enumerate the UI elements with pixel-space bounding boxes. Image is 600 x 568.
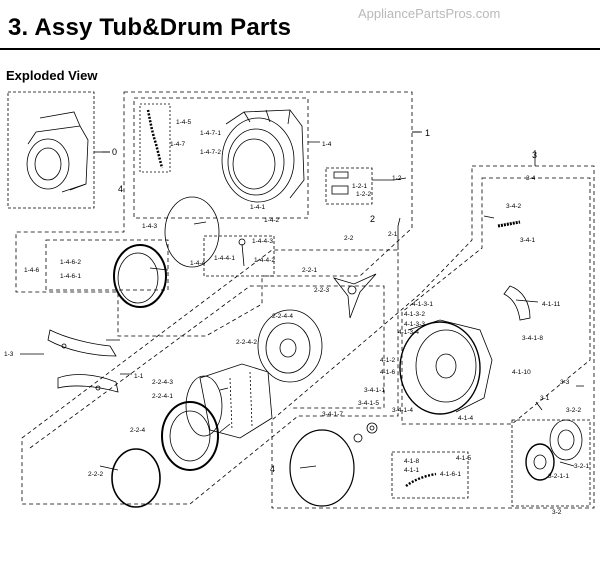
drum-front-ring: [161, 401, 219, 471]
heater-spring: [497, 220, 521, 228]
callout-1: 1: [425, 128, 430, 138]
callout-3-4-1-1: 3-4-1-1: [364, 387, 385, 394]
callout-1-2-2: 1-2-2: [356, 191, 372, 198]
heater-element: [503, 285, 531, 321]
title-rule: [0, 48, 600, 50]
callout-1-4-2: 1-4-2: [264, 217, 280, 224]
callout-4-1-6-1: 4-1-6-1: [440, 471, 461, 478]
callout-3-4-1: 3-4-1: [520, 237, 536, 244]
group-1-boundary: [15, 91, 413, 337]
callout-4-1-3-3: 4-1-3-3: [404, 321, 425, 328]
callout-1-4-5: 1-4-5: [176, 119, 192, 126]
section-subtitle: Exploded View: [6, 68, 98, 83]
callout-1-4-6-1: 1-4-6-1: [60, 273, 81, 280]
drum-spider: [332, 273, 377, 319]
callout-2-2-4-1: 2-2-4-1: [152, 393, 173, 400]
callout-1-4-1: 1-4-1: [250, 204, 266, 211]
drum-body: [185, 363, 273, 439]
callout-4-upper: 4: [118, 184, 123, 194]
callout-3-2-1-1: 3-2-1-1: [548, 473, 569, 480]
callout-2-2-3: 2-2-3: [314, 287, 330, 294]
callout-labels: 0 1 1-2-1 1-2-2 1-2 1-4 1-4-5 1-4-7 1-4-…: [4, 119, 590, 516]
callout-4-1-2: 4-1-2: [380, 357, 396, 364]
callout-3-1: 3-1: [540, 395, 550, 402]
callout-4-1-4: 4-1-4: [458, 415, 474, 422]
callout-2-2: 2-2: [344, 235, 354, 242]
watermark-text: AppliancePartsPros.com: [358, 6, 501, 21]
callout-2-1: 2-1: [388, 231, 398, 238]
callout-1-4: 1-4: [322, 141, 332, 148]
callout-1-2: 1-2: [392, 175, 402, 182]
rear-tub-assembly: [399, 319, 493, 415]
callout-3: 3: [532, 150, 537, 160]
callout-4-1-10: 4-1-10: [512, 369, 531, 376]
callout-4-1-6: 4-1-6: [380, 369, 396, 376]
callout-1-1: 1-1: [134, 373, 144, 380]
group-2-boundary: [21, 249, 399, 505]
callout-3-4-1-8: 3-4-1-8: [522, 335, 543, 342]
callout-1-4-6-2: 1-4-6-2: [60, 259, 81, 266]
callout-1-4-4-2: 1-4-4-2: [254, 257, 275, 264]
tub-seal-ring: [289, 429, 355, 507]
group-3-boundary: [271, 165, 595, 509]
page-title: 3. Assy Tub&Drum Parts: [8, 14, 292, 41]
group-1-4-boundary: [133, 97, 309, 219]
callout-1-4-7: 1-4-7: [170, 141, 186, 148]
callout-4-lower: 4: [270, 464, 275, 474]
callout-3-3: 3-3: [560, 379, 570, 386]
drain-hose: [146, 109, 164, 169]
tub-front-ring: [113, 244, 167, 308]
pulley: [525, 443, 555, 481]
drum-ring-2-2-2: [111, 448, 161, 508]
callout-1-3: 1-3: [4, 351, 14, 358]
callout-2-2-4: 2-2-4: [130, 427, 146, 434]
callout-1-2-1: 1-2-1: [352, 183, 368, 190]
gasket-ring-1-4-3: [164, 196, 220, 268]
callout-1-4-7-1: 1-4-7-1: [200, 130, 221, 137]
callout-4-1-1: 4-1-1: [404, 467, 420, 474]
callout-4-1-3-2: 4-1-3-2: [404, 311, 425, 318]
callout-4-1-3-4: 4-1-3-4: [398, 329, 419, 336]
drum-rear-panel: [257, 309, 323, 383]
callout-4-1-8: 4-1-8: [404, 458, 420, 465]
callout-2-2-4-4: 2-2-4-4: [272, 313, 293, 320]
callout-2-2-4-2: 2-2-4-2: [236, 339, 257, 346]
outer-tub-front: [221, 109, 305, 203]
callout-1-4-4-3: 1-4-4-3: [252, 238, 273, 245]
callout-2-2-1: 2-2-1: [302, 267, 318, 274]
damper-brackets: [47, 329, 119, 393]
callout-1-4-4-1: 1-4-4-1: [214, 255, 235, 262]
callout-4-1-3-1: 4-1-3-1: [412, 301, 433, 308]
callout-3-4-1-5: 3-4-1-5: [358, 400, 379, 407]
callout-2-2-4-3: 2-2-4-3: [152, 379, 173, 386]
callout-1-4-6: 1-4-6: [24, 267, 40, 274]
assembly-overview-inset: [7, 91, 110, 209]
callout-3-4-2: 3-4-2: [506, 203, 522, 210]
motor-rotor: [549, 419, 583, 461]
callout-1-4-7-2: 1-4-7-2: [200, 149, 221, 156]
callout-1-4-4: 1-4-4: [190, 260, 206, 267]
callout-3-4: 3-4: [526, 175, 536, 182]
callout-1-4-3: 1-4-3: [142, 223, 158, 230]
callout-2-2-2: 2-2-2: [88, 471, 104, 478]
callout-2: 2: [370, 214, 375, 224]
callout-4-1-11: 4-1-11: [542, 301, 561, 308]
callout-3-2: 3-2: [552, 509, 562, 516]
callout-0: 0: [112, 147, 117, 157]
callout-3-4-1-4: 3-4-1-4: [392, 407, 413, 414]
callout-3-4-1-7: 3-4-1-7: [322, 411, 343, 418]
callout-3-2-2: 3-2-2: [566, 407, 582, 414]
callout-3-2-1: 3-2-1: [574, 463, 590, 470]
callout-4-1-5: 4-1-5: [456, 455, 472, 462]
